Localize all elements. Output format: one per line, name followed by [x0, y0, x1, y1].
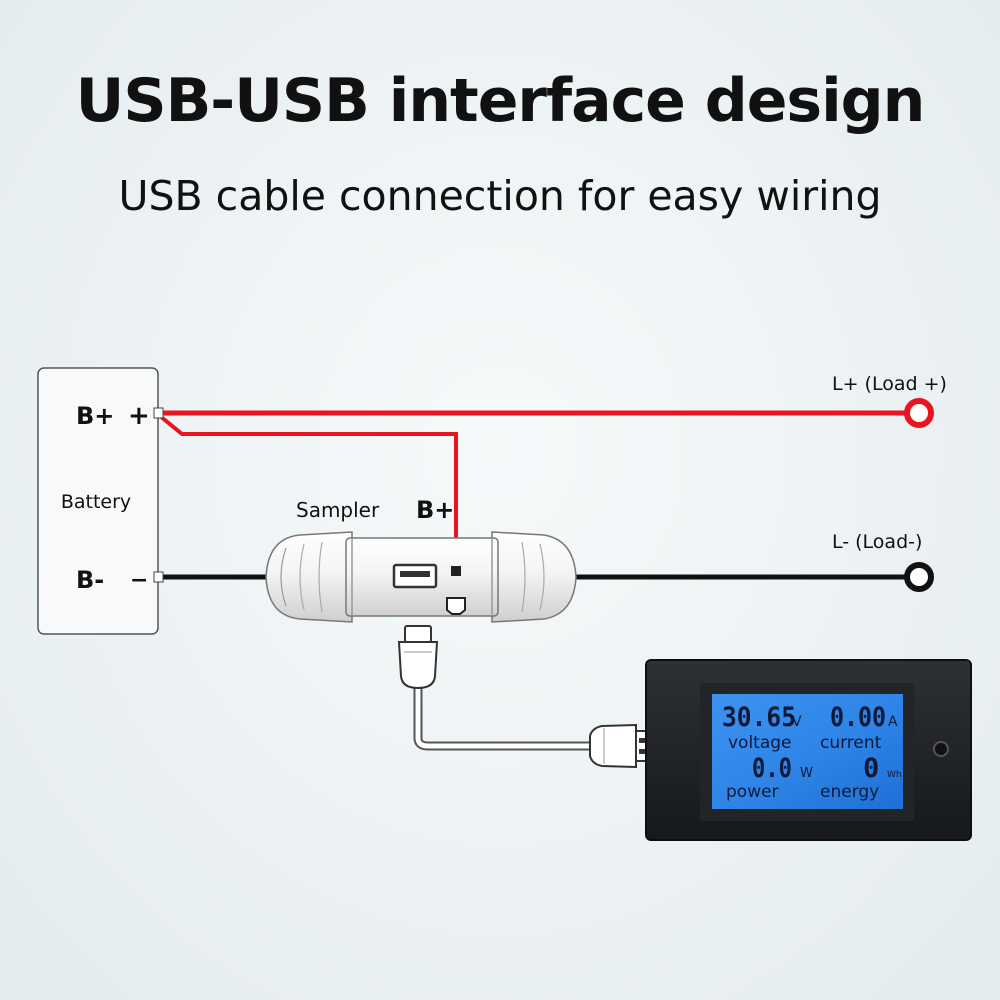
load-negative-label: L- (Load-)	[832, 531, 922, 553]
sampler-input-terminal	[451, 566, 461, 576]
load-positive-label: L+ (Load +)	[832, 373, 947, 395]
voltage-value: 30.65	[722, 702, 796, 733]
energy-value: 0	[863, 753, 879, 784]
battery-negative-symbol: −	[130, 568, 148, 593]
load-negative-ring-terminal	[904, 562, 934, 592]
current-value: 0.00	[830, 702, 886, 733]
lcd-screen	[712, 694, 903, 809]
battery-positive-terminal-label: B+	[76, 402, 114, 430]
current-caption: current	[820, 733, 882, 753]
voltage-unit: V	[792, 714, 802, 730]
positive-sampler-wire	[158, 414, 458, 570]
page-title: USB-USB interface design	[75, 66, 926, 136]
page-subtitle: USB cable connection for easy wiring	[118, 172, 882, 220]
load-positive-ring-terminal	[904, 398, 934, 428]
battery-negative-terminal-label: B-	[76, 566, 104, 594]
power-meter	[645, 659, 972, 841]
battery-negative-terminal	[153, 571, 164, 583]
current-unit: A	[888, 714, 898, 730]
battery-box	[37, 367, 159, 635]
meter-button[interactable]	[933, 741, 949, 757]
energy-unit: Wh	[887, 770, 902, 780]
energy-caption: energy	[820, 782, 879, 802]
battery-positive-symbol: +	[128, 401, 150, 431]
power-unit: W	[800, 766, 813, 781]
power-caption: power	[726, 782, 779, 802]
usb-cable	[413, 680, 597, 751]
sampler-label: Sampler	[296, 498, 380, 522]
voltage-caption: voltage	[728, 733, 792, 753]
power-value: 0.0	[752, 753, 792, 784]
sampler-body	[265, 531, 577, 623]
battery-positive-terminal	[153, 407, 164, 419]
micro-usb-plug	[397, 625, 439, 690]
sampler-usb-port	[392, 563, 438, 589]
sampler-input-label: B+	[416, 496, 454, 524]
sampler-micro-usb-port	[446, 597, 466, 615]
usb-a-plug	[589, 723, 651, 769]
battery-label: Battery	[61, 491, 131, 513]
